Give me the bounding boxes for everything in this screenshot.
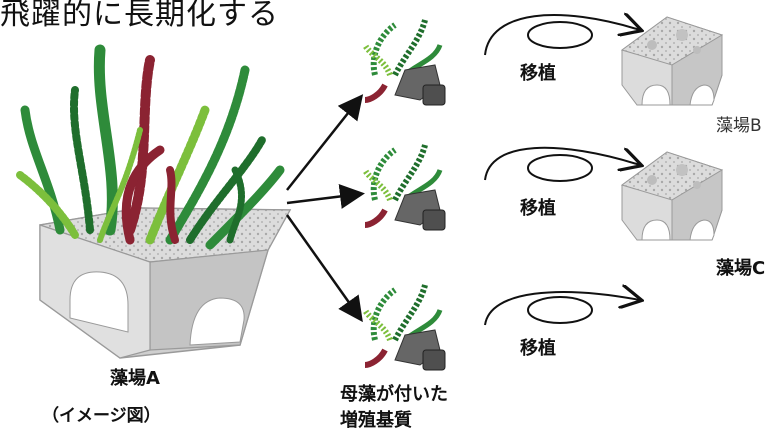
transplant-label-middle: 移植 [520, 198, 556, 219]
transplant-loop-bottom [527, 296, 593, 324]
transplant-label-top: 移植 [520, 63, 556, 84]
substrate-unit-middle [362, 144, 446, 231]
transplant-arrow-top [484, 15, 640, 56]
substrate-label-line1: 母藻が付いた [340, 384, 448, 405]
seaweed-bed-a [16, 44, 292, 359]
transplant-arrows [484, 15, 640, 326]
substrate-unit-bottom [362, 284, 446, 371]
seaweed-bed-b [620, 16, 724, 106]
transplant-loop-top [527, 21, 593, 49]
seaweed-fronds-a [16, 44, 285, 250]
transplant-loop-middle [527, 154, 593, 182]
arrow-to-bottom [285, 214, 363, 323]
substrate-label-line2: 増殖基質 [340, 410, 412, 431]
seaweed-bed-a-label: 藻場A [110, 368, 160, 389]
seaweed-bed-c-label: 藻場C [716, 258, 766, 279]
transplant-arrow-bottom [484, 292, 640, 326]
transplant-label-bottom: 移植 [520, 338, 556, 359]
page-title: 飛躍的に長期化する [0, 0, 279, 32]
distribution-arrows [285, 94, 365, 323]
image-note-label: （イメージ図） [42, 406, 161, 426]
arrow-to-middle [286, 184, 365, 209]
arrow-to-top [286, 94, 364, 191]
substrate-unit-top [362, 19, 446, 106]
seaweed-bed-b-label: 藻場B [716, 116, 762, 136]
seaweed-bed-c [620, 151, 724, 241]
transplant-arrow-middle [484, 146, 640, 181]
